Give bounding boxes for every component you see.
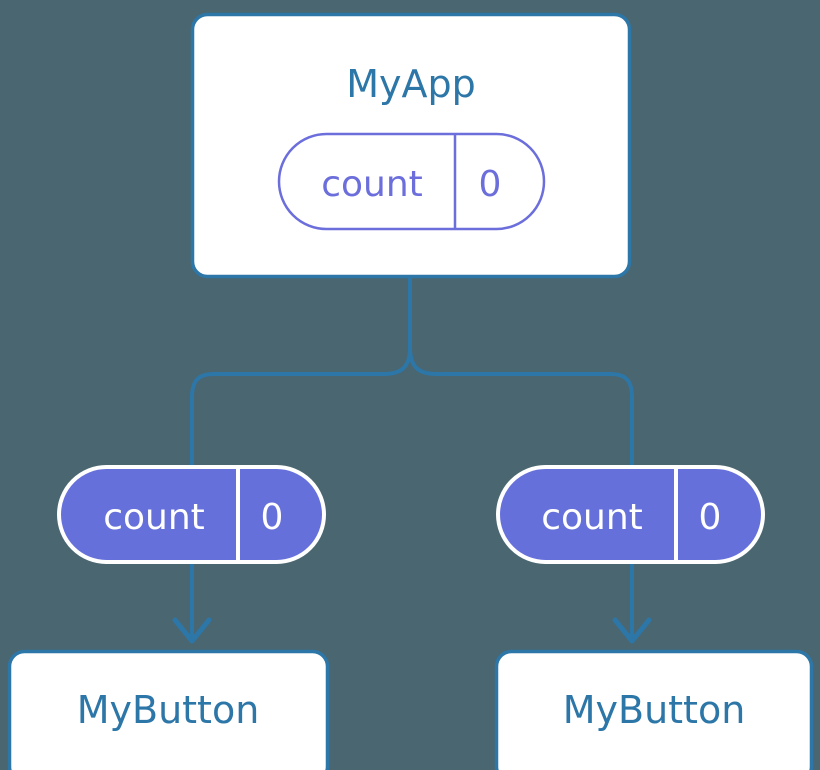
arrowhead-group — [172, 617, 652, 644]
left-state-pill-shape — [57, 465, 326, 564]
connector-elbow-right — [609, 372, 634, 468]
mybutton-left-box[interactable]: MyButton — [7, 649, 330, 770]
connector-split-right — [408, 347, 610, 376]
right-state-key: count — [541, 497, 643, 538]
myapp-state-pill-shape — [277, 132, 546, 231]
mybutton-left-title: MyButton — [77, 688, 260, 732]
arrowhead-left-icon — [172, 617, 212, 644]
mybutton-right-box-shape — [494, 649, 814, 770]
mybutton-left-box-shape — [7, 649, 330, 770]
left-state-value: 0 — [261, 497, 284, 538]
myapp-state-pill[interactable]: count 0 — [277, 132, 546, 231]
connector-group — [190, 277, 634, 641]
arrowhead-right-icon — [612, 617, 652, 644]
myapp-state-value: 0 — [479, 164, 502, 205]
mybutton-right-box[interactable]: MyButton — [494, 649, 814, 770]
myapp-state-key: count — [321, 164, 423, 205]
left-state-key: count — [103, 497, 205, 538]
right-state-pill[interactable]: count 0 — [496, 465, 765, 564]
right-state-value: 0 — [699, 497, 722, 538]
left-state-pill[interactable]: count 0 — [57, 465, 326, 564]
connector-elbow-left — [190, 372, 215, 468]
mybutton-right-title: MyButton — [563, 688, 746, 732]
connector-split-left — [214, 347, 412, 376]
myapp-title: MyApp — [346, 62, 476, 106]
right-state-pill-shape — [496, 465, 765, 564]
